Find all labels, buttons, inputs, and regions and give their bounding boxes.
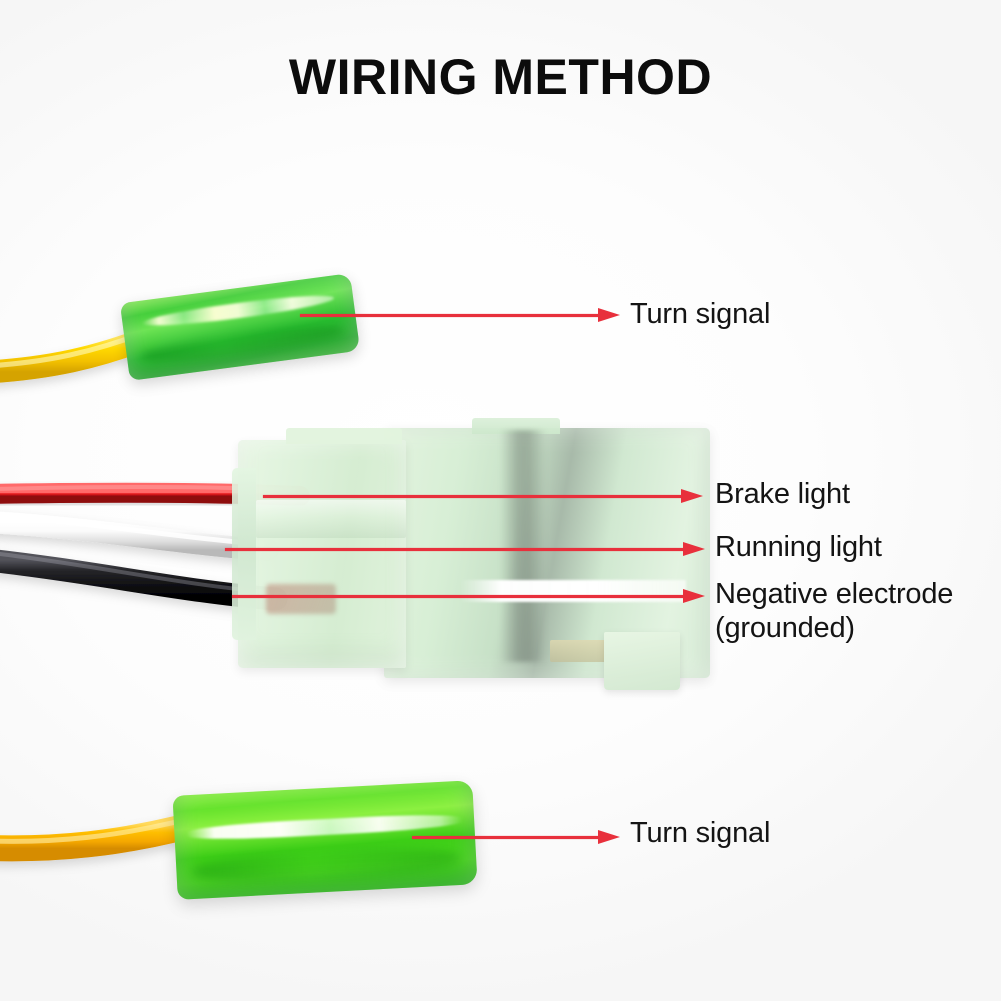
connector-latch-slot [550, 640, 606, 662]
top-bullet-connector [119, 273, 361, 381]
label-turn-signal-bottom: Turn signal [630, 817, 771, 849]
connector-rear-tab [472, 418, 560, 434]
bottom-connector-shading [190, 843, 462, 887]
connector-front-housing [238, 440, 406, 668]
connector-ridge [256, 500, 406, 538]
connector-inner-pin [266, 584, 336, 614]
label-negative-electrode-line2: (grounded) [715, 612, 855, 645]
bottom-connector-highlight [186, 811, 463, 843]
top-connector-shading [139, 319, 345, 367]
top-connector-highlight [140, 290, 336, 332]
connector-wire-neck [232, 468, 256, 640]
label-running-light: Running light [715, 531, 882, 563]
page-title: WIRING METHOD [288, 49, 713, 105]
arrow-head [598, 308, 620, 322]
arrow-head [598, 830, 620, 844]
label-negative-electrode: Negative electrode (grounded) [715, 577, 953, 645]
main-connector [232, 418, 710, 706]
connector-latch-tab [604, 632, 680, 690]
connector-front-tab [286, 428, 402, 444]
bottom-bullet-connector [172, 780, 478, 900]
label-negative-electrode-line1: Negative electrode [715, 578, 954, 610]
label-brake-light: Brake light [715, 478, 850, 510]
connector-white-highlight [460, 580, 686, 602]
wire-running-light [0, 511, 279, 561]
wire-turn-signal-bottom [0, 811, 209, 862]
label-turn-signal-top: Turn signal [630, 298, 771, 330]
connector-shadow-band [500, 430, 546, 662]
